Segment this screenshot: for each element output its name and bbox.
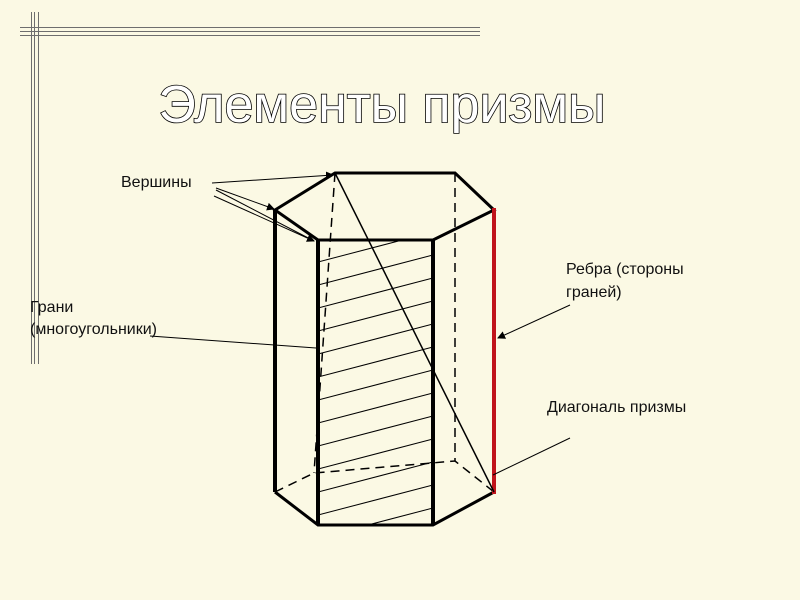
- bottom-base-visible: [274, 490, 495, 527]
- decor-vline-1: [31, 12, 32, 364]
- prism-diagonal: [334, 172, 495, 493]
- label-edges-line2: граней): [566, 284, 622, 301]
- pointers: [149, 171, 571, 476]
- decor-hline-2: [20, 31, 480, 32]
- label-faces-line2: (многоугольники): [30, 321, 158, 338]
- label-edges-line1: Ребра (стороны: [566, 261, 684, 278]
- decor-hline-3: [20, 35, 480, 36]
- decor-vline-2: [34, 12, 35, 364]
- lateral-edges: [273, 210, 435, 525]
- top-base: [272, 171, 497, 242]
- label-diagonal: Диагональ призмы: [547, 399, 687, 416]
- slide-title: Элементы призмы: [158, 76, 605, 134]
- hatched-face: [318, 240, 433, 525]
- label-faces-line1: Грани: [30, 299, 74, 316]
- hidden-edges: [274, 172, 495, 493]
- label-vertices: Вершины: [121, 174, 192, 191]
- decor-vline-3: [38, 12, 39, 364]
- decor-hline-1: [20, 27, 480, 28]
